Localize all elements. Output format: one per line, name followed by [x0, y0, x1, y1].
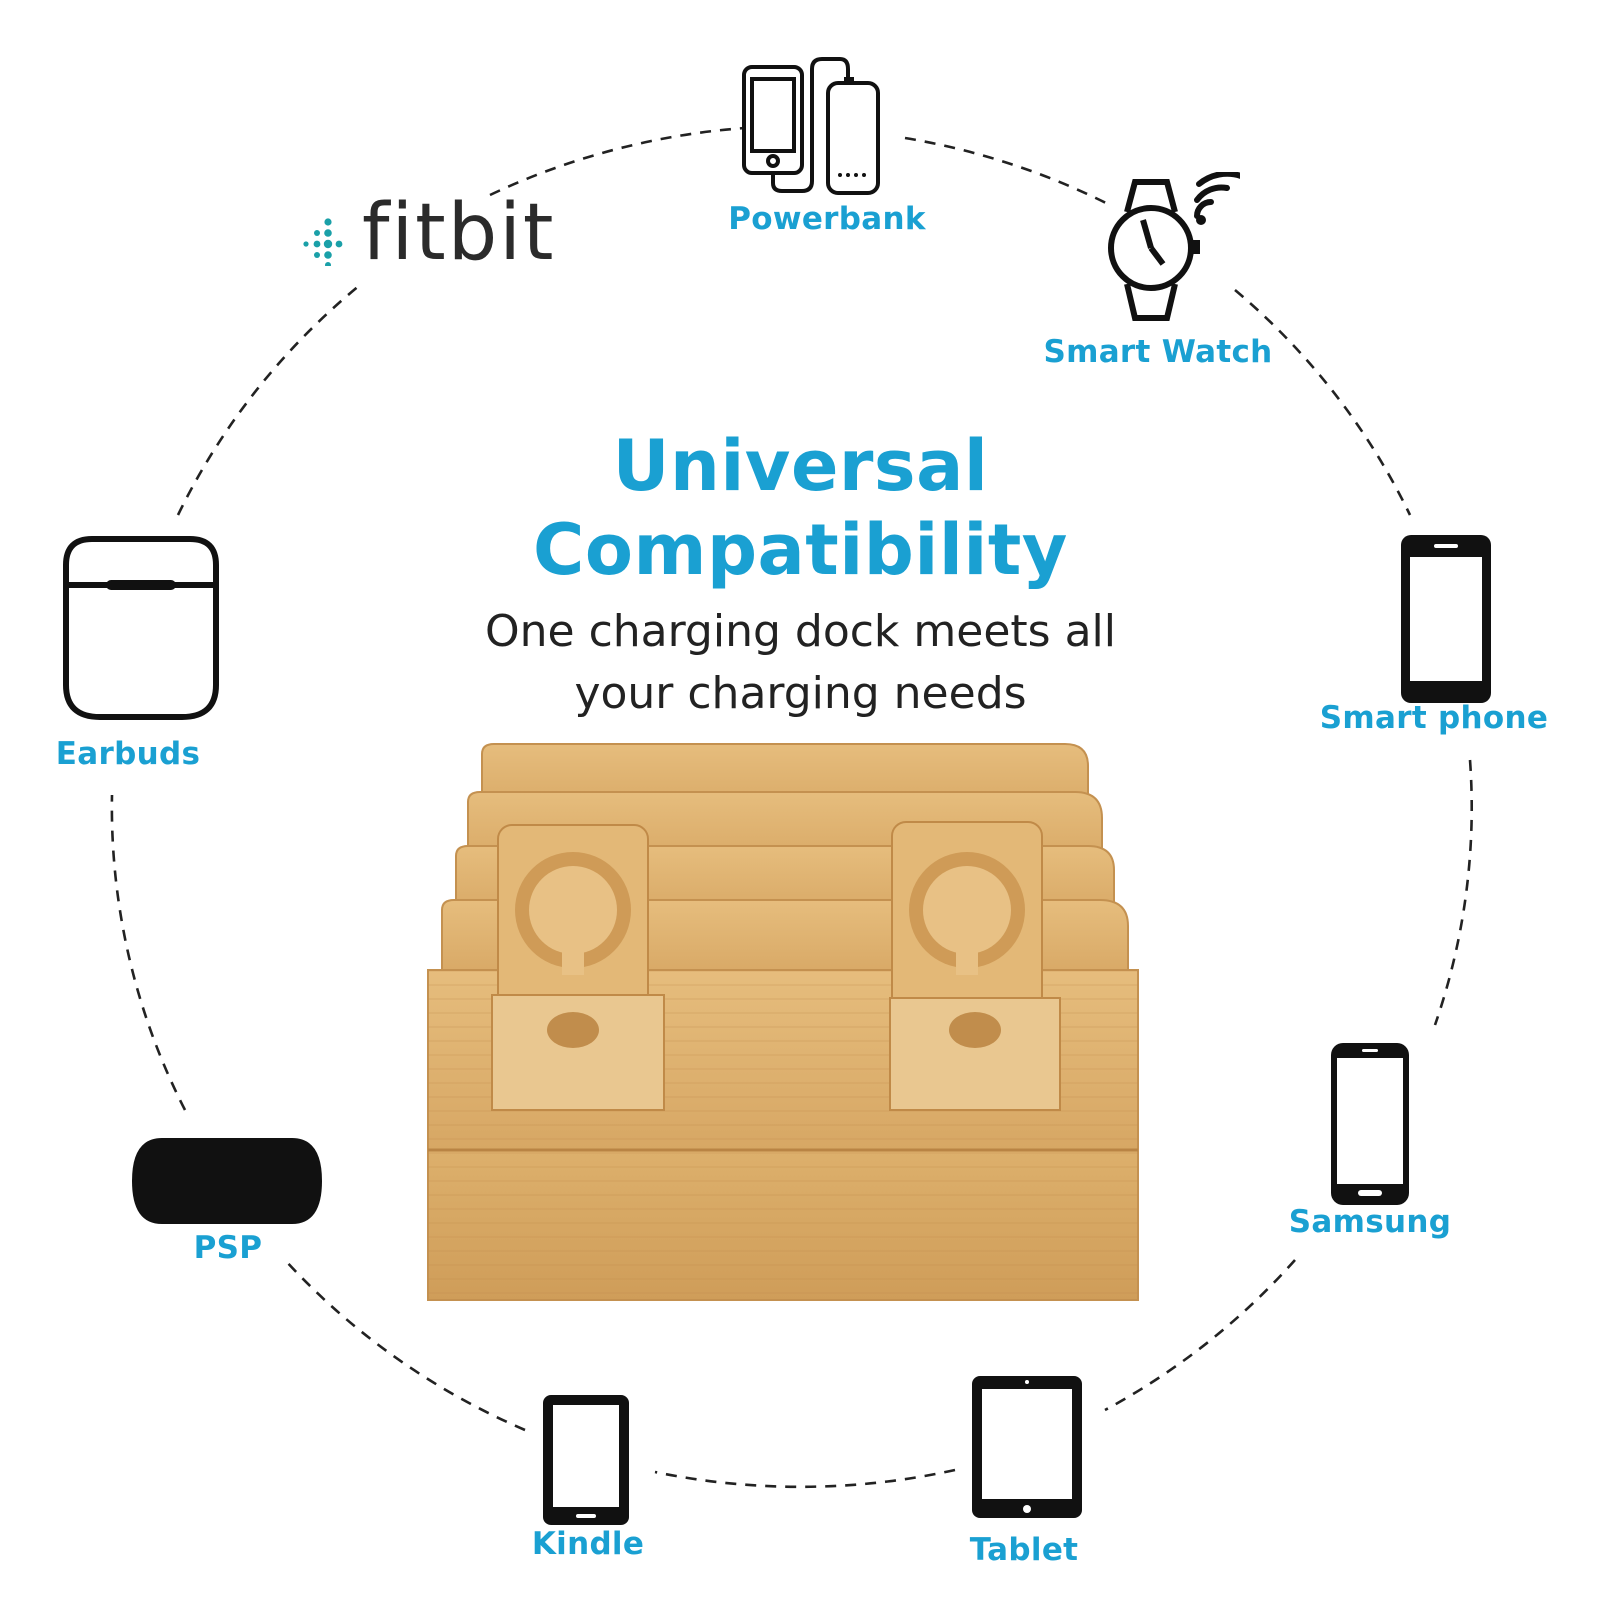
device-label-smartwatch: Smart Watch — [1043, 334, 1273, 370]
device-label-powerbank: Powerbank — [728, 201, 926, 237]
device-label-tablet: Tablet — [969, 1532, 1079, 1568]
headline-universal: Universal — [612, 425, 989, 507]
psp-icon — [132, 1138, 322, 1224]
subheadline-line-1: One charging dock meets all — [485, 606, 1116, 657]
samsung-phone-icon — [1331, 1043, 1409, 1205]
bamboo-charging-dock — [427, 743, 1139, 1301]
earbuds-case-icon — [63, 536, 219, 720]
headline-compatibility: Compatibility — [533, 509, 1068, 591]
tablet-icon — [972, 1376, 1082, 1518]
phone-powerbank-icon — [742, 57, 880, 195]
watch-stand-left — [491, 824, 665, 1111]
smartphone-icon — [1401, 535, 1491, 703]
device-label-kindle: Kindle — [531, 1526, 645, 1562]
smartwatch-icon — [1108, 172, 1240, 321]
fitbit-logo-icon — [303, 218, 343, 266]
device-label-psp: PSP — [193, 1230, 263, 1266]
device-label-samsung: Samsung — [1288, 1204, 1452, 1240]
device-label-smartphone: Smart phone — [1319, 700, 1549, 736]
fitbit-wordmark: fitbit — [362, 188, 556, 278]
kindle-icon — [543, 1395, 629, 1525]
subheadline-line-2: your charging needs — [574, 668, 1027, 719]
watch-stand-right — [889, 821, 1061, 1111]
device-label-earbuds: Earbuds — [55, 736, 201, 772]
